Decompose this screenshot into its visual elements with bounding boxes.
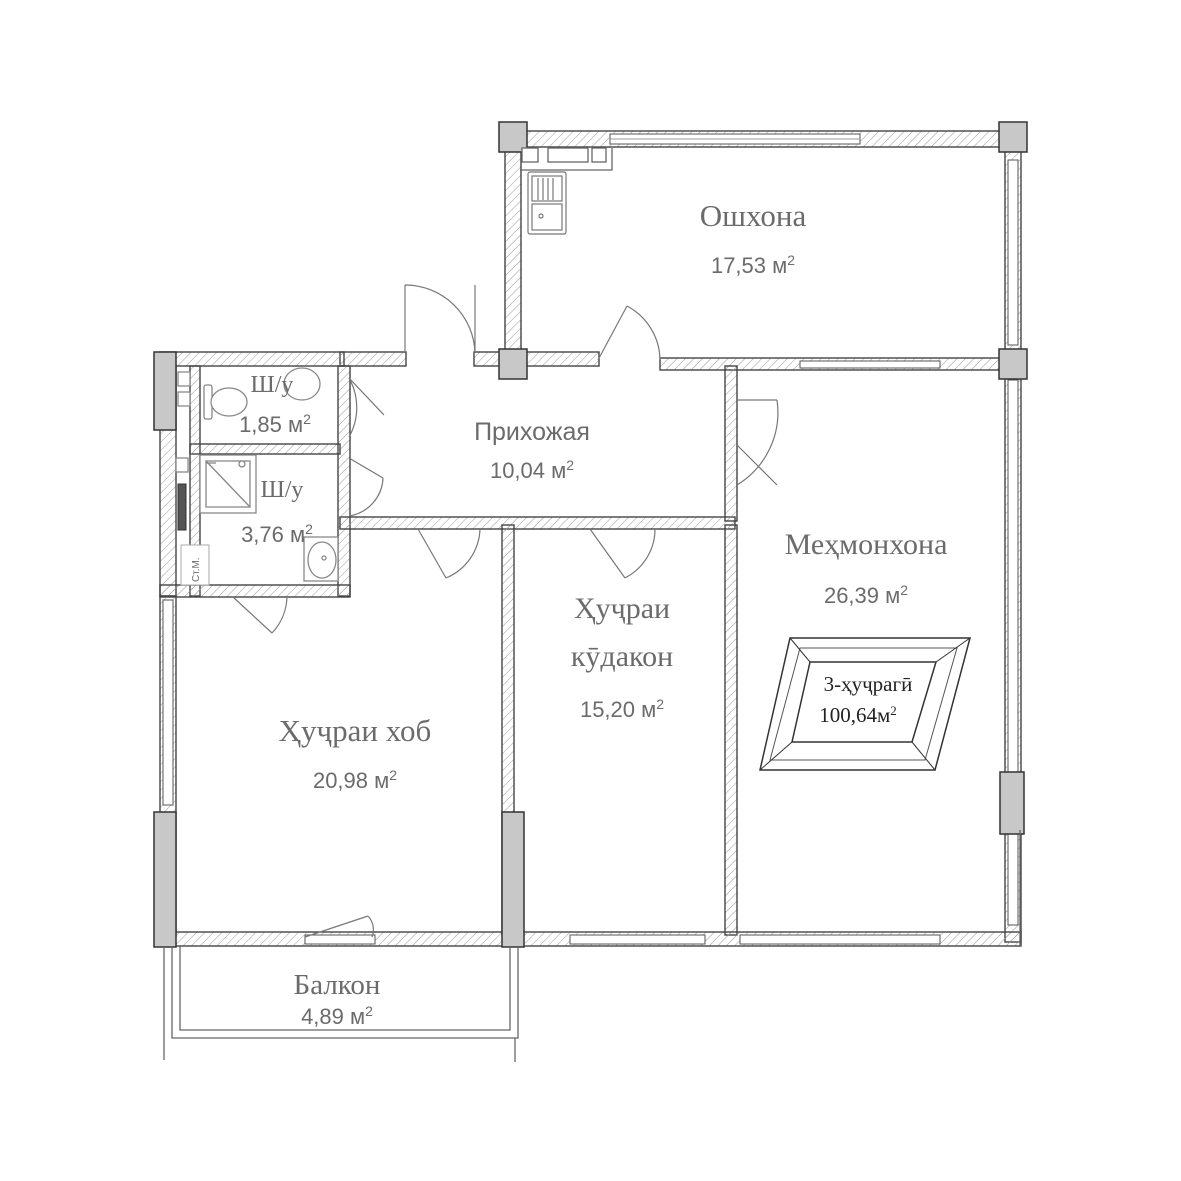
- wall-kids-living: [724, 524, 738, 936]
- room-name-bath: Ш/у: [261, 477, 304, 503]
- wall-hall-bottom: [339, 516, 736, 530]
- room-area-kitchen: 17,53 м2: [711, 252, 795, 278]
- column: [498, 121, 528, 153]
- doors: [232, 284, 779, 938]
- windows: [162, 133, 1019, 945]
- wall-wc-right: [337, 365, 351, 597]
- wall-bath-bottom: [159, 584, 351, 598]
- room-area-kids: 15,20 м2: [580, 696, 664, 722]
- window-bedroom-bottom: [304, 934, 376, 945]
- room-name-kids: кӯдакон: [571, 640, 673, 673]
- radiator-icon: [177, 483, 187, 531]
- wall-hall-top-mid: [473, 351, 600, 367]
- room-area-hall: 10,04 м2: [490, 457, 574, 483]
- window-living-bottom: [739, 934, 941, 945]
- room-area-bath: 3,76 м2: [241, 521, 313, 547]
- column: [498, 348, 528, 380]
- room-labels: Ошхона 17,53 м2 Прихожая 10,04 м2 Ш/у 1,85 м2…: [239, 198, 947, 1029]
- room-name-bedroom: Ҳуҷраи хоб: [279, 713, 432, 748]
- sink-icon: [527, 171, 567, 235]
- wall-top-left: [159, 351, 345, 367]
- columns: [153, 121, 1028, 948]
- room-name-balcony: Балкон: [294, 969, 381, 1001]
- column: [501, 811, 525, 948]
- room-name-kids: Ҳуҷраи: [574, 592, 670, 625]
- toilet-icon: [175, 367, 321, 473]
- room-name-wc: Ш/у: [251, 372, 294, 398]
- apartment-badge: 3-ҳуҷрагӣ 100,64м2: [759, 637, 971, 771]
- room-area-balcony: 4,89 м2: [301, 1003, 373, 1029]
- kitchen-counter: [520, 147, 613, 171]
- window-living-top: [799, 360, 941, 369]
- balcony-outline: [163, 830, 1021, 1062]
- window-kids-bottom: [569, 934, 706, 945]
- window-living-right: [1007, 379, 1019, 926]
- room-name-living: Меҳмонхона: [785, 528, 948, 561]
- column: [153, 811, 177, 948]
- column: [998, 348, 1028, 380]
- room-name-kitchen: Ошхона: [700, 198, 807, 233]
- room-area-living: 26,39 м2: [824, 582, 908, 608]
- wall-hall-right: [724, 365, 738, 522]
- badge-total-area: 100,64м2: [819, 703, 897, 728]
- storage-label: Ст.М.: [191, 557, 202, 582]
- column: [998, 121, 1028, 153]
- room-name-hall: Прихожая: [474, 418, 590, 446]
- wall-kitchen-left: [504, 146, 522, 360]
- column: [999, 771, 1025, 835]
- basin-icon: [303, 536, 339, 582]
- badge-room-count: 3-ҳуҷрагӣ: [824, 672, 913, 696]
- window-kitchen-right: [1007, 159, 1019, 346]
- storage-box: [180, 544, 210, 586]
- window-left: [162, 599, 174, 806]
- room-area-wc: 1,85 м2: [239, 411, 311, 437]
- shower-icon: [199, 454, 257, 514]
- column: [153, 351, 177, 431]
- wall-hall-top-left: [339, 351, 407, 367]
- room-area-bedroom: 20,98 м2: [313, 767, 397, 793]
- wall-wc-bath: [189, 443, 341, 455]
